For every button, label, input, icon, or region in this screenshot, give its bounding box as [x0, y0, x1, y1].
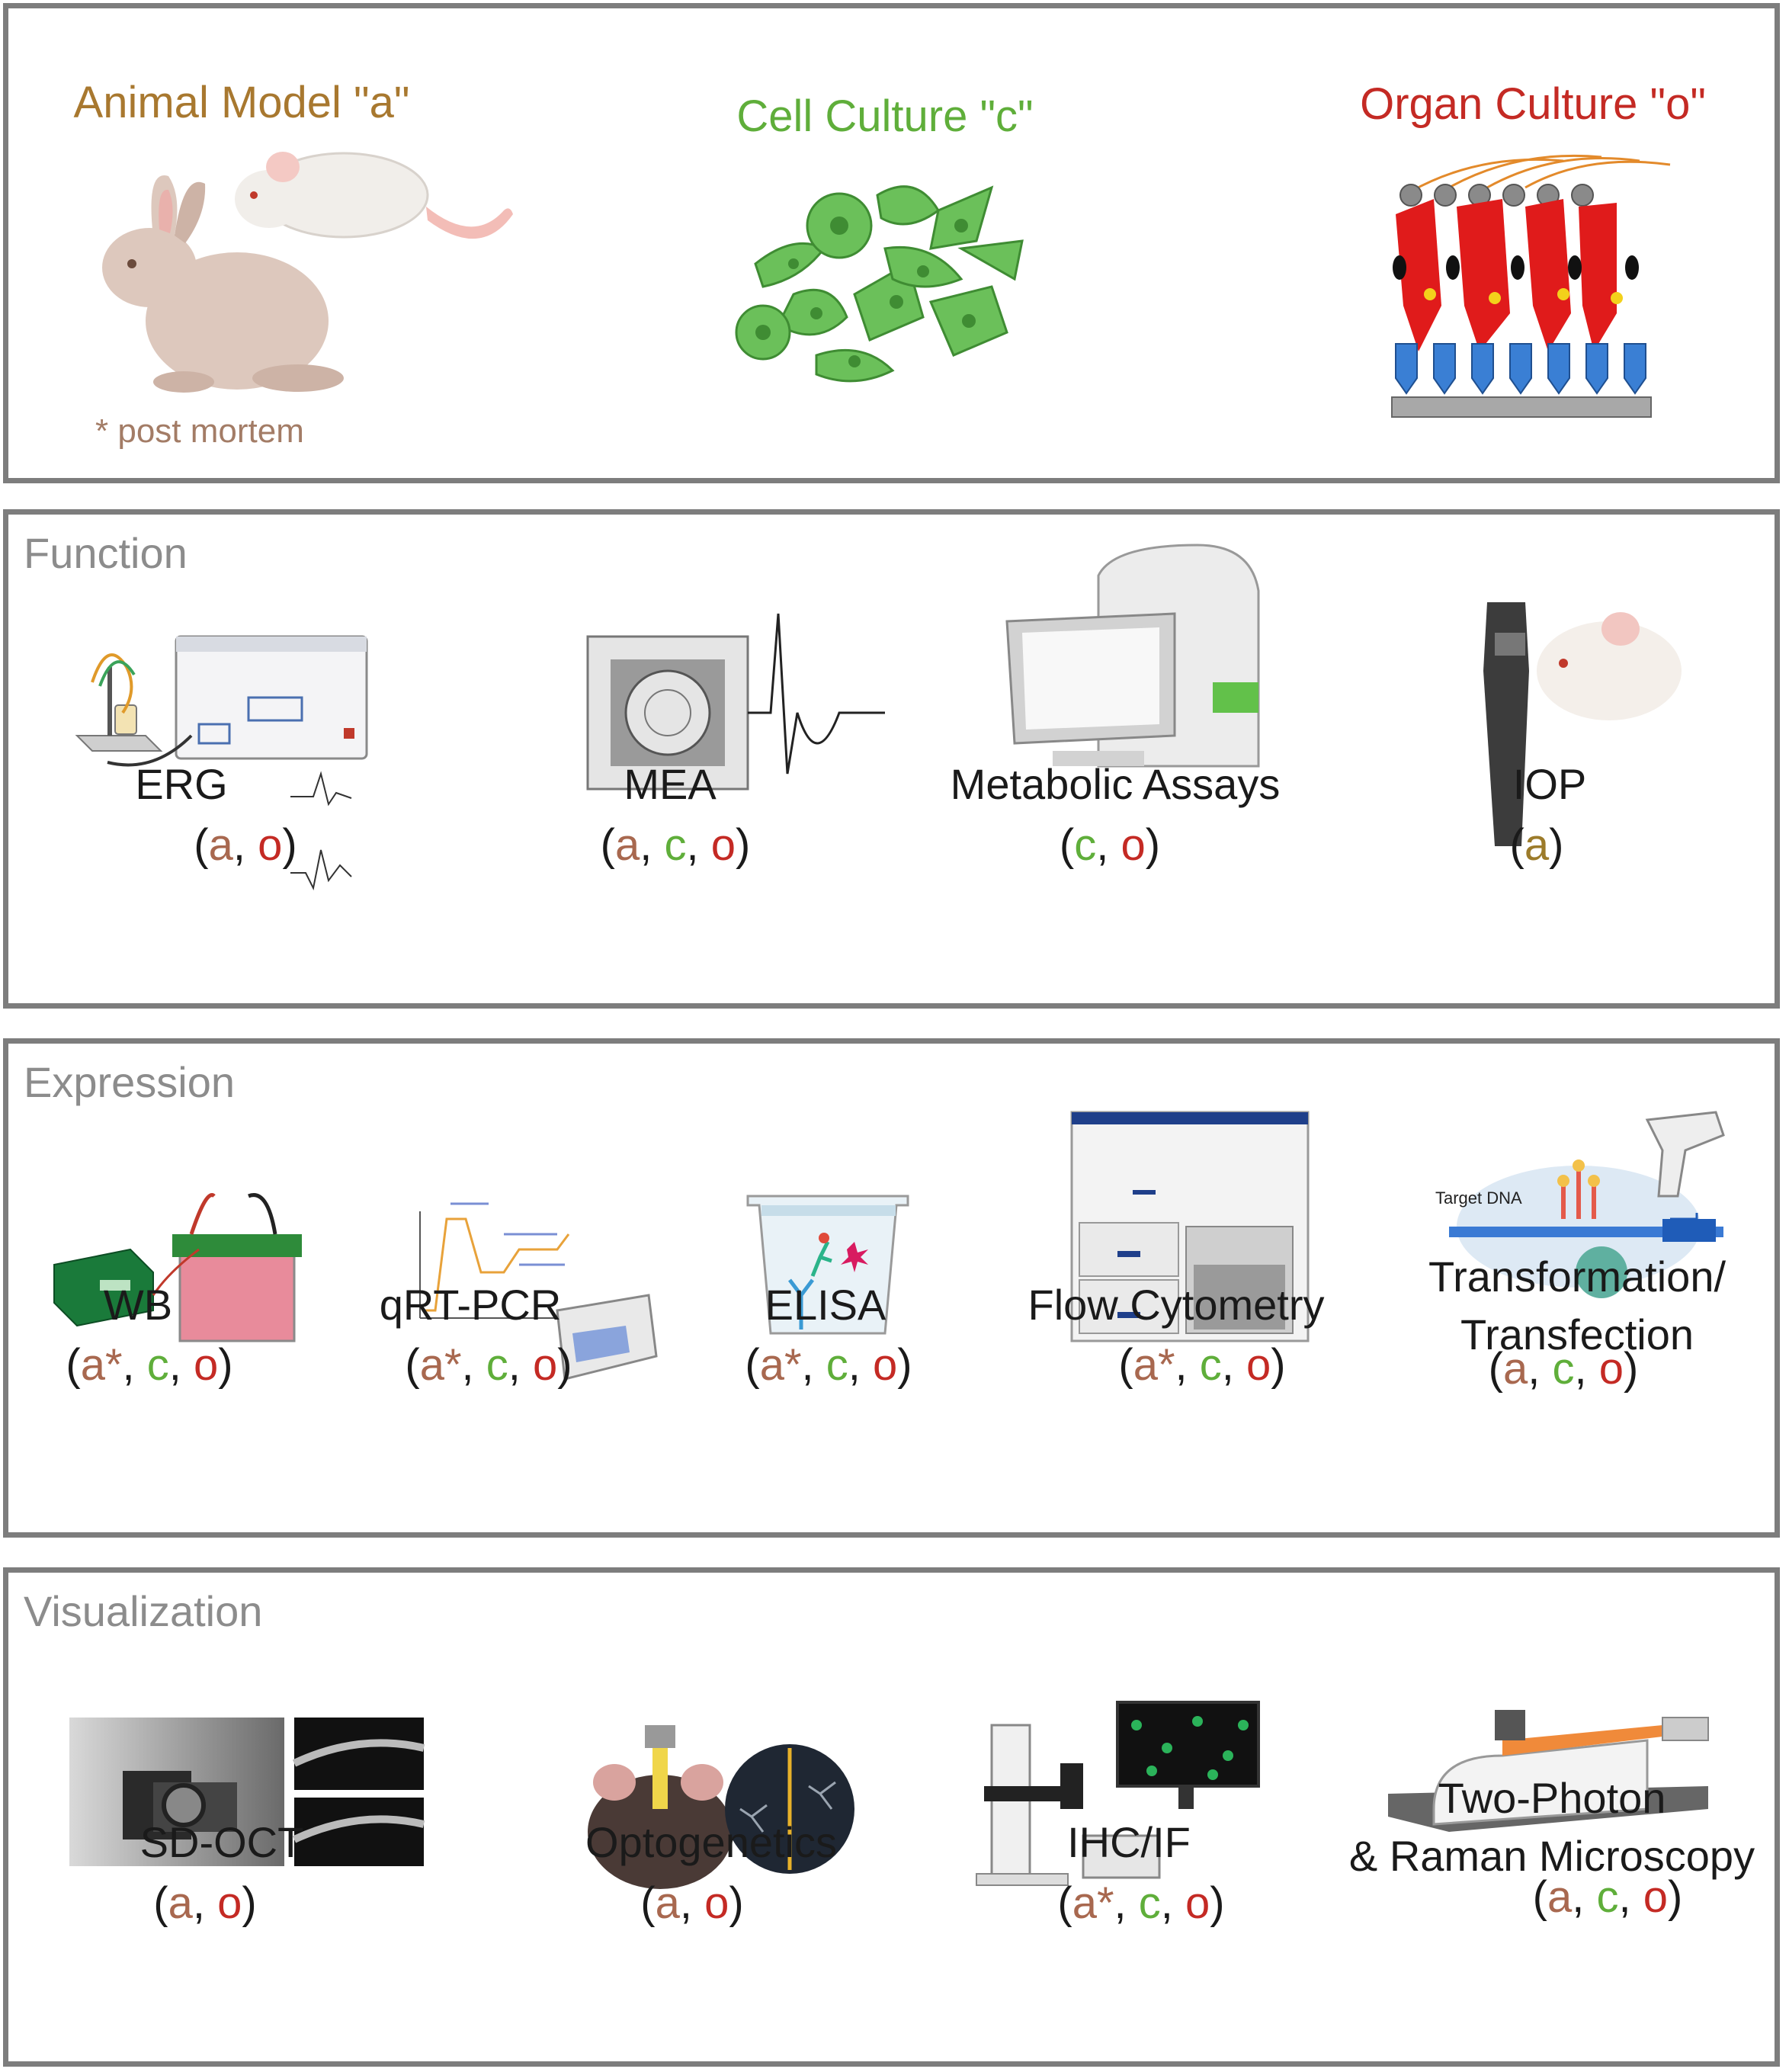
flow-cytometry-tags: (a*, c, o)	[1118, 1340, 1286, 1390]
sd-oct-tags: (a, o)	[153, 1878, 257, 1928]
post-mortem-note: * post mortem	[95, 412, 304, 450]
erg-device-icon	[75, 635, 368, 891]
rabbit-mouse-illustration	[102, 152, 513, 393]
western-blot-icon	[53, 1193, 302, 1342]
elisa-label: ELISA	[765, 1281, 886, 1329]
metabolic-assays-tags: (c, o)	[1059, 820, 1161, 870]
expression-section-title: Expression	[24, 1058, 236, 1106]
qrt-pcr-tags: (a*, c, o)	[405, 1340, 572, 1390]
metabolic-assays-label: Metabolic Assays	[950, 760, 1281, 808]
two-photon-microscope-icon	[1388, 1710, 1709, 1832]
two-photon-label-line: Two-Photon & Raman Microscopy	[1348, 1774, 1755, 1880]
mea-label: MEA	[624, 760, 717, 808]
cell-culture-illustration	[735, 185, 1024, 383]
mea-tags: (a, c, o)	[600, 820, 751, 870]
ihc-microscope-icon	[976, 1701, 1260, 1886]
elisa-tags: (a*, c, o)	[745, 1340, 912, 1390]
qrt-pcr-label: qRT-PCR	[379, 1281, 562, 1329]
visualization-section-title: Visualization	[24, 1587, 263, 1635]
optogenetics-label: Optogenetics	[585, 1818, 837, 1866]
function-panel: Function ERG (a, o) MEA (a, c, o)	[3, 509, 1780, 1009]
elisa-well-icon	[746, 1195, 909, 1335]
expression-panel: Expression WB (a*, c, o) qRT-PCR (a*, c,…	[3, 1038, 1780, 1538]
optogenetics-tags: (a, o)	[640, 1878, 744, 1928]
wb-label: WB	[103, 1281, 173, 1329]
iop-label: IOP	[1512, 760, 1587, 808]
two-photon-label: Two-Photon & Raman Microscopy	[1349, 1769, 1755, 1885]
erg-tags: (a, o)	[194, 820, 297, 870]
metabolic-analyzer-icon	[1005, 544, 1260, 768]
sd-oct-icon	[69, 1718, 425, 1866]
qrt-pcr-icon	[419, 1202, 658, 1381]
flow-cytometry-label: Flow Cytometry	[1028, 1281, 1325, 1329]
cell-culture-title: Cell Culture "c"	[736, 91, 1034, 141]
transformation-label-line: Transformation/ Transfection	[1428, 1253, 1726, 1358]
visualization-panel: Visualization SD-OCT (a, o) Optogenetics…	[3, 1567, 1780, 2067]
function-section-title: Function	[24, 529, 188, 577]
target-dna-label: Target DNA	[1435, 1188, 1522, 1208]
flow-cytometer-icon	[1070, 1111, 1310, 1342]
organ-culture-title: Organ Culture "o"	[1360, 79, 1706, 129]
retina-illustration	[1391, 154, 1671, 418]
mea-chip-icon	[586, 613, 885, 791]
transformation-transfection-label: Transformation/ Transfection	[1428, 1248, 1726, 1364]
erg-label: ERG	[135, 760, 228, 808]
ihc-if-tags: (a*, c, o)	[1057, 1878, 1225, 1928]
iop-tonometer-icon	[1483, 602, 1682, 846]
models-panel: Animal Model "a" Cell Culture "c" Organ …	[3, 3, 1780, 483]
transfection-crispr-icon	[1449, 1111, 1725, 1298]
optogenetics-icon	[588, 1725, 854, 1889]
iop-tags: (a)	[1509, 820, 1564, 870]
two-photon-tags: (a, c, o)	[1532, 1872, 1683, 1922]
transfection-tags: (a, c, o)	[1488, 1344, 1639, 1394]
wb-tags: (a*, c, o)	[66, 1340, 233, 1390]
ihc-if-label: IHC/IF	[1067, 1818, 1191, 1866]
animal-model-title: Animal Model "a"	[73, 78, 410, 127]
sd-oct-label: SD-OCT	[139, 1818, 304, 1866]
